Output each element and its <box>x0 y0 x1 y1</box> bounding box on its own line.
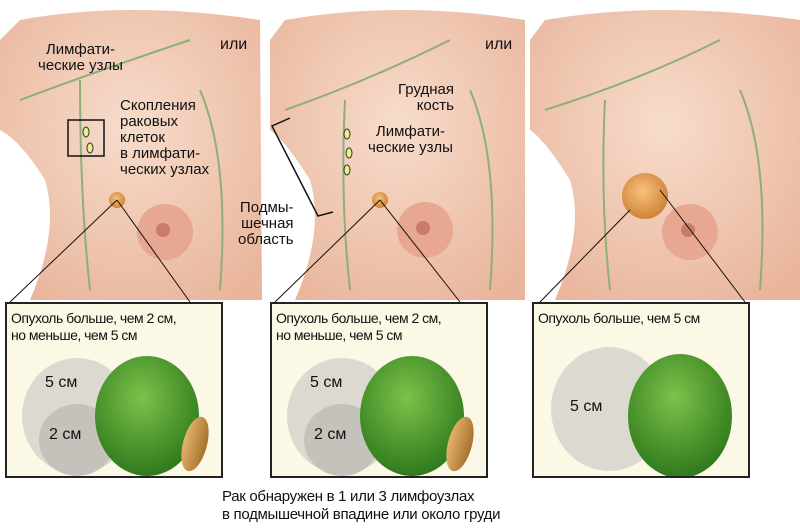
box-text: Опухоль больше, чем 2 см,но меньше, чем … <box>11 310 177 344</box>
lymph-nodes-label-2: Лимфати-ческие узлы <box>368 124 453 156</box>
text: Скопления <box>120 97 196 114</box>
text: Лимфати- <box>375 123 445 140</box>
text: Опухоль больше, чем 5 см <box>538 310 700 326</box>
text: в лимфати- <box>120 145 201 162</box>
text: ческие узлы <box>368 139 453 156</box>
text: шечная <box>241 215 294 232</box>
lime <box>95 356 199 476</box>
circle-label-2cm: 2 см <box>314 426 347 443</box>
caption-line: в подмышечной впадине или около груди <box>222 506 501 523</box>
peanut <box>446 416 474 472</box>
torso-3 <box>530 10 800 303</box>
text: клеток <box>120 129 165 146</box>
or-label: или <box>220 36 248 53</box>
size-box-3: Опухоль больше, чем 5 см 5 см <box>532 302 750 478</box>
text: ческие узлы <box>38 57 123 74</box>
size-comparison <box>551 347 732 476</box>
size-comparison <box>287 356 474 476</box>
text: Лимфати- <box>45 41 115 58</box>
box-text: Опухоль больше, чем 5 см <box>538 310 700 327</box>
text: ческих узлах <box>120 161 210 178</box>
size-box-2: Опухоль больше, чем 2 см,но меньше, чем … <box>270 302 488 478</box>
text: раковых <box>120 113 179 130</box>
size-box-1: Опухоль больше, чем 2 см,но меньше, чем … <box>5 302 223 478</box>
text: Грудная <box>398 81 454 98</box>
text: Подмы- <box>239 199 294 216</box>
circle-label-5cm: 5 см <box>45 374 78 391</box>
lymph-nodes-label-1: Лимфати-ческие узлы <box>38 42 123 74</box>
torso-1 <box>0 10 262 303</box>
text: кость <box>416 97 454 114</box>
caption-line: Рак обнаружен в 1 или 3 лимфоузлах <box>222 488 475 505</box>
box-text: Опухоль больше, чем 2 см,но меньше, чем … <box>276 310 442 344</box>
circle-label-5cm: 5 см <box>310 374 343 391</box>
torso-2 <box>270 10 525 303</box>
caption: Рак обнаружен в 1 или 3 лимфоузлах в под… <box>222 488 501 524</box>
size-comparison <box>22 356 209 476</box>
lime <box>628 354 732 476</box>
text: Опухоль больше, чем 2 см, <box>11 310 177 326</box>
text: но меньше, чем 5 см <box>11 327 138 343</box>
circle-label-2cm: 2 см <box>49 426 82 443</box>
text: область <box>238 231 294 248</box>
circle-label-5cm: 5 см <box>570 398 603 415</box>
peanut <box>181 416 209 472</box>
tumor <box>622 173 668 219</box>
lime <box>360 356 464 476</box>
text: Опухоль больше, чем 2 см, <box>276 310 442 326</box>
text: но меньше, чем 5 см <box>276 327 403 343</box>
or-label: или <box>485 36 513 53</box>
